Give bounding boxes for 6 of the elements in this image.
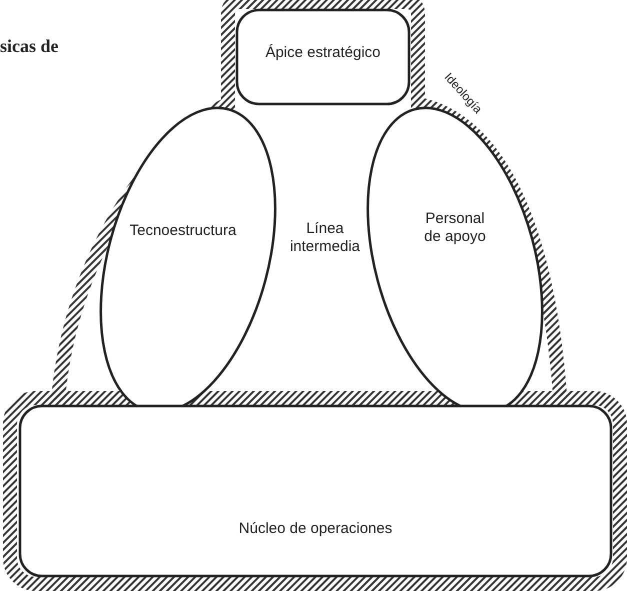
area-name: Línea intermedia xyxy=(288,220,362,256)
area-name: Ápice estratégico xyxy=(264,44,382,62)
area-name: Núcleo de operaciones xyxy=(238,520,394,538)
area-name: Tecnoestructura xyxy=(128,222,238,240)
area-name: Personal de apoyo xyxy=(423,210,487,246)
heading-fragment: sicas de xyxy=(0,36,58,57)
